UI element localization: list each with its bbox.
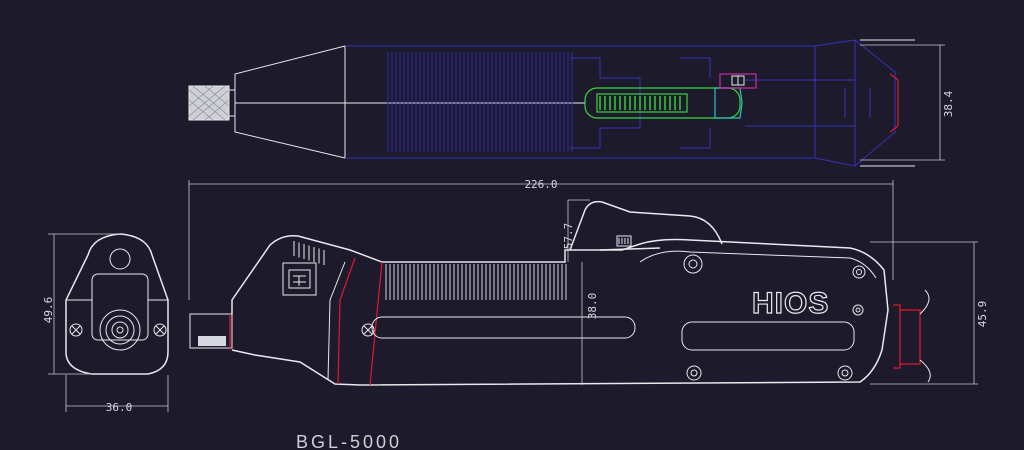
end-screws <box>69 323 167 337</box>
side-trigger-lever <box>569 200 723 251</box>
top-switch-ribs <box>599 96 681 110</box>
dim-label-38-4: 38.4 <box>942 90 955 117</box>
dim-side-height: 45.9 <box>870 241 989 385</box>
side-rear-connector <box>893 289 931 383</box>
end-chuck-outer <box>99 309 141 351</box>
side-grip-ribs <box>385 264 567 300</box>
end-outline <box>65 233 169 375</box>
top-bit-holder <box>188 85 230 121</box>
top-grip-ribs <box>387 52 573 152</box>
dim-body-height: 38.0 <box>581 262 599 385</box>
model-label: BGL-5000 <box>296 432 402 450</box>
dim-label-226: 226.0 <box>524 178 557 191</box>
side-slot-front <box>371 316 636 339</box>
top-body-outline <box>345 39 896 167</box>
side-slot-rear <box>681 321 855 351</box>
dim-label-49-6: 49.6 <box>42 297 55 324</box>
dim-end-height: 49.6 <box>42 233 120 375</box>
side-bit-holder <box>189 313 233 349</box>
dim-label-38-0: 38.0 <box>586 293 599 320</box>
dim-end-width: 36.0 <box>65 375 169 414</box>
top-rear-cap <box>889 73 899 133</box>
side-body-outline <box>231 234 889 386</box>
side-logo-plate <box>282 262 317 296</box>
dim-top-height: 38.4 <box>860 44 955 161</box>
brand-logo: HIOS <box>752 287 829 320</box>
side-view: HIOS 57.7 38.0 45.9 <box>189 199 989 386</box>
dim-label-36-0: 36.0 <box>106 401 133 414</box>
end-view: 49.6 36.0 <box>42 233 169 414</box>
top-view: 38.4 <box>188 39 955 167</box>
side-vents <box>293 241 325 265</box>
dim-label-45-9: 45.9 <box>976 301 989 328</box>
dim-total-length: 226.0 <box>188 178 894 300</box>
side-screws <box>361 254 866 381</box>
top-lock-pin <box>719 73 757 89</box>
dim-label-57-7: 57.7 <box>562 223 575 250</box>
top-switch-slot <box>584 87 741 119</box>
top-nose <box>234 45 346 159</box>
dim-lever-height: 57.7 <box>562 199 590 262</box>
